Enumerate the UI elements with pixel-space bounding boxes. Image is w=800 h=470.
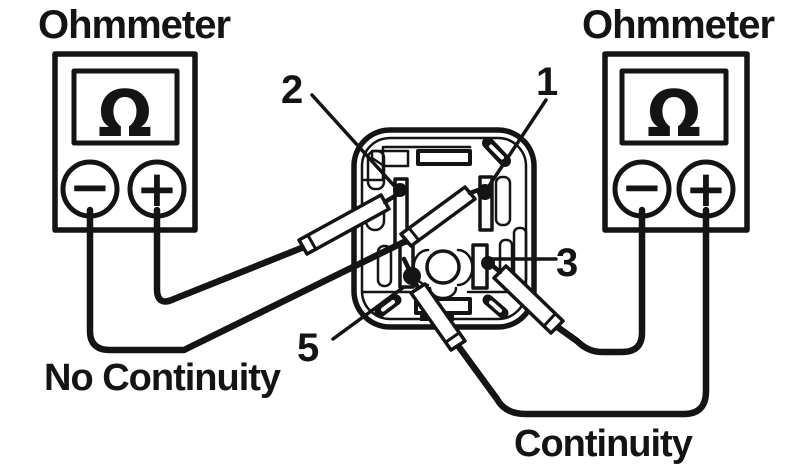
pin-label-3: 3 [556, 241, 578, 285]
connector-center-hole [425, 249, 461, 285]
test-probes [297, 183, 565, 352]
probe-on-pin-2 [297, 188, 406, 256]
ohmmeter-right-device: Ω − + [602, 51, 750, 233]
test-lead-wires [86, 206, 710, 418]
ohmmeter-right-title: Ohmmeter [582, 3, 775, 47]
leader-pin-2 [310, 93, 400, 192]
wire-left-positive [153, 206, 308, 305]
ohm-symbol-left: Ω [98, 78, 152, 152]
relay-connector-face [351, 127, 537, 330]
connector-top-slot [416, 149, 472, 166]
wire-left-negative [86, 206, 410, 354]
minus-icon: − [69, 158, 111, 216]
callout-leader-lines [310, 93, 558, 341]
meter-display [71, 68, 180, 146]
result-label-continuity: Continuity [514, 423, 693, 465]
result-label-no-continuity: No Continuity [44, 357, 281, 399]
minus-icon: − [621, 158, 663, 216]
leader-pin-1 [485, 98, 548, 191]
ohm-symbol-right: Ω [647, 78, 701, 152]
pin-label-5: 5 [297, 326, 319, 370]
wire-right-negative [552, 206, 646, 356]
meter-display [619, 68, 729, 146]
ohmmeter-left-title: Ohmmeter [38, 3, 231, 47]
connector-keyways [374, 137, 511, 319]
leader-pin-5 [331, 285, 406, 341]
pin-label-2: 2 [281, 68, 303, 112]
pin-label-1: 1 [536, 60, 558, 104]
ohmmeter-left-device: Ω − + [52, 51, 198, 233]
wire-right-positive [455, 206, 710, 418]
